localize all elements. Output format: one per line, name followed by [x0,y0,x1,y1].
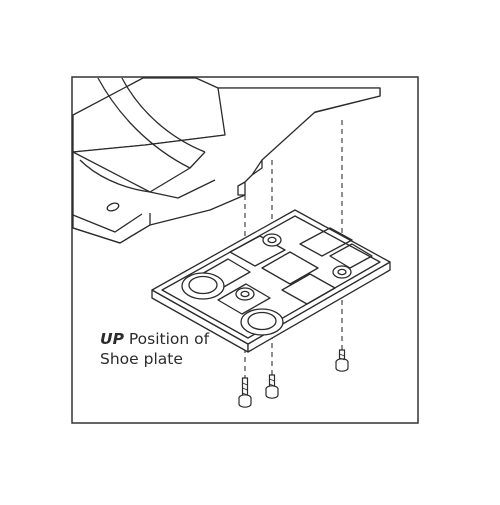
caption-line1: Position of [123,330,210,348]
screw-left [238,377,252,408]
saw-base-housing [72,77,381,244]
caption-line2: Shoe plate [100,350,183,368]
screw-middle [265,374,279,399]
caption-emphasis: UP [100,330,124,348]
shoe-plate [151,209,391,353]
border-frame [71,76,419,424]
shoe-plate-caption: UP Position of Shoe plate [100,329,290,369]
screw-right [335,349,349,372]
